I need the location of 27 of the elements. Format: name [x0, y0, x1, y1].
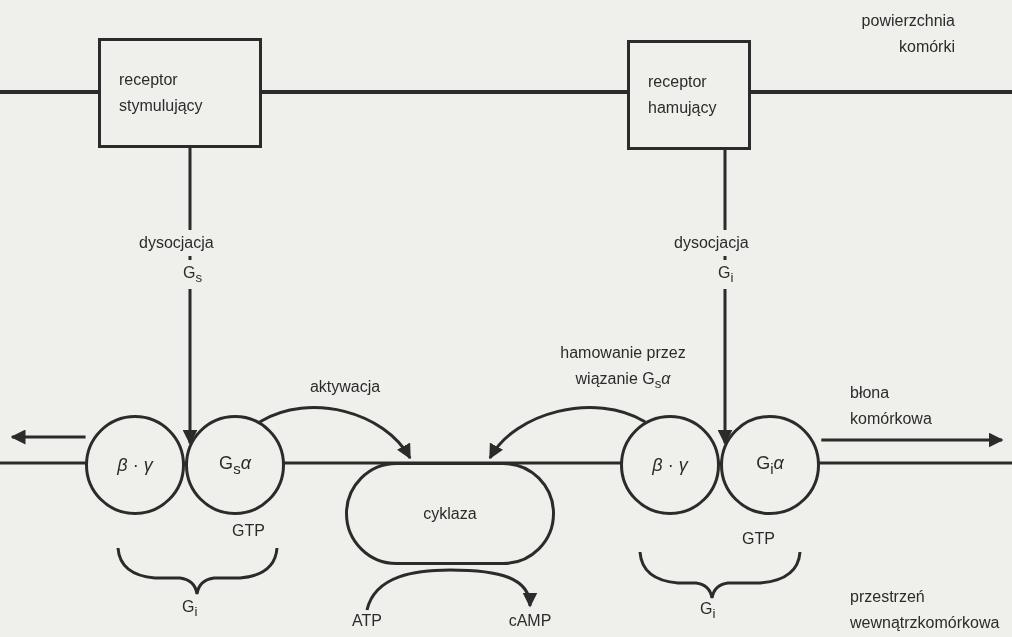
- receptor-box: [627, 40, 751, 150]
- node-label: β · γ: [652, 453, 688, 477]
- node-label: cAMP: [505, 612, 555, 630]
- text-label: G$_{i}$: [700, 599, 716, 624]
- arrow: [488, 406, 646, 460]
- arrow: [365, 568, 537, 611]
- edge-label: aktywacja: [308, 377, 382, 397]
- arrow: [821, 432, 1004, 448]
- text-label: błona komórkowa: [850, 383, 933, 429]
- text-label: dysocjacja: [671, 230, 752, 256]
- text-label: GTP: [232, 521, 265, 541]
- arrow: [10, 429, 86, 445]
- node-label: cyklaza: [423, 503, 477, 524]
- arrow: [259, 406, 412, 460]
- node-label: receptor stymulujący: [119, 70, 204, 116]
- text-label: G$_{i}$: [182, 597, 198, 622]
- node-label: G$_{s}$α: [219, 452, 251, 479]
- text-label: dysocjacja: [136, 230, 217, 256]
- text-label: GTP: [742, 529, 775, 549]
- node-label: ATP: [345, 612, 389, 630]
- text-label: przestrzeń wewnątrzkomórkowa: [850, 587, 1001, 633]
- receptor-box: [98, 38, 262, 148]
- node-label: receptor hamujący: [648, 72, 718, 118]
- text-label: powierzchnia komórki: [860, 11, 955, 57]
- node-label: β · γ: [117, 453, 153, 477]
- node-label: G$_{i}$α: [756, 452, 784, 479]
- edge-label: hamowanie przez wiązanie G$_{s}$α: [559, 343, 687, 393]
